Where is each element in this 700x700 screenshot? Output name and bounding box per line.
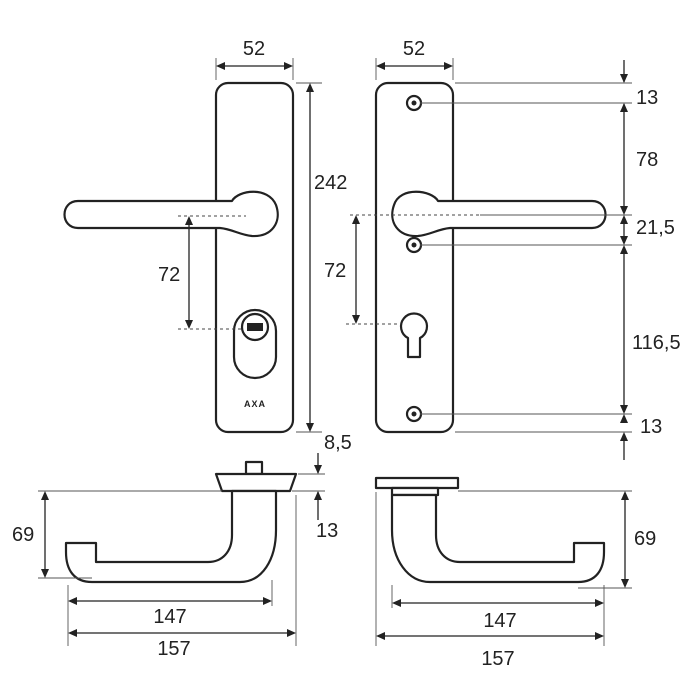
left-13-label: 13 [316, 520, 338, 542]
left-147-label: 147 [153, 606, 186, 628]
right-157-label: 157 [481, 648, 514, 670]
left-side-dimensions: 69 8,5 13 147 157 [12, 432, 352, 660]
front-lever-cylinder-dimension: 72 [158, 216, 193, 329]
rear-keyhole [399, 312, 429, 359]
rear-bottom-screw [405, 405, 423, 423]
rear-21-5-label: 21,5 [636, 217, 675, 239]
left-8-5-label: 8,5 [324, 432, 352, 454]
front-cylinder-slot [247, 323, 263, 331]
rear-backplate [374, 81, 455, 434]
right-69-label: 69 [634, 528, 656, 550]
left-side-lever [64, 489, 278, 584]
left-157-label: 157 [157, 638, 190, 660]
rear-78-label: 78 [636, 149, 658, 171]
front-width-label: 52 [243, 38, 265, 60]
rear-top-margin-label: 13 [636, 87, 658, 109]
front-72-label: 72 [158, 264, 180, 286]
right-rosette [374, 476, 460, 490]
rear-116-5-label: 116,5 [632, 332, 681, 354]
front-width-dimension: 52 [215, 38, 294, 80]
rear-bottom-margin-label: 13 [640, 416, 662, 438]
rear-plate-view [346, 81, 607, 434]
left-cylinder-cap [244, 460, 264, 476]
rear-72-label: 72 [324, 260, 346, 282]
right-147-label: 147 [483, 610, 516, 632]
right-side-view [374, 476, 606, 584]
front-lever [63, 190, 279, 238]
left-rosette [214, 472, 298, 493]
front-height-dimension: 242 [296, 82, 347, 433]
front-plate-view: AXA [63, 81, 295, 434]
left-69-label: 69 [12, 524, 34, 546]
front-backplate [214, 81, 295, 434]
left-side-view [64, 460, 298, 584]
rear-middle-screw [405, 236, 423, 254]
rear-width-label: 52 [403, 38, 425, 60]
rear-width-dimension: 52 [375, 38, 454, 80]
rear-lever-keyhole-dimension: 72 [324, 215, 360, 324]
rear-chain-dimensions: 13 78 21,5 116,5 13 [420, 60, 681, 460]
right-side-lever [390, 493, 606, 584]
right-side-dimensions: 69 147 157 [375, 490, 656, 670]
front-height-label: 242 [314, 172, 347, 194]
brand-logo: AXA [244, 399, 266, 409]
rear-lever [391, 190, 607, 238]
rear-top-screw [405, 94, 423, 112]
